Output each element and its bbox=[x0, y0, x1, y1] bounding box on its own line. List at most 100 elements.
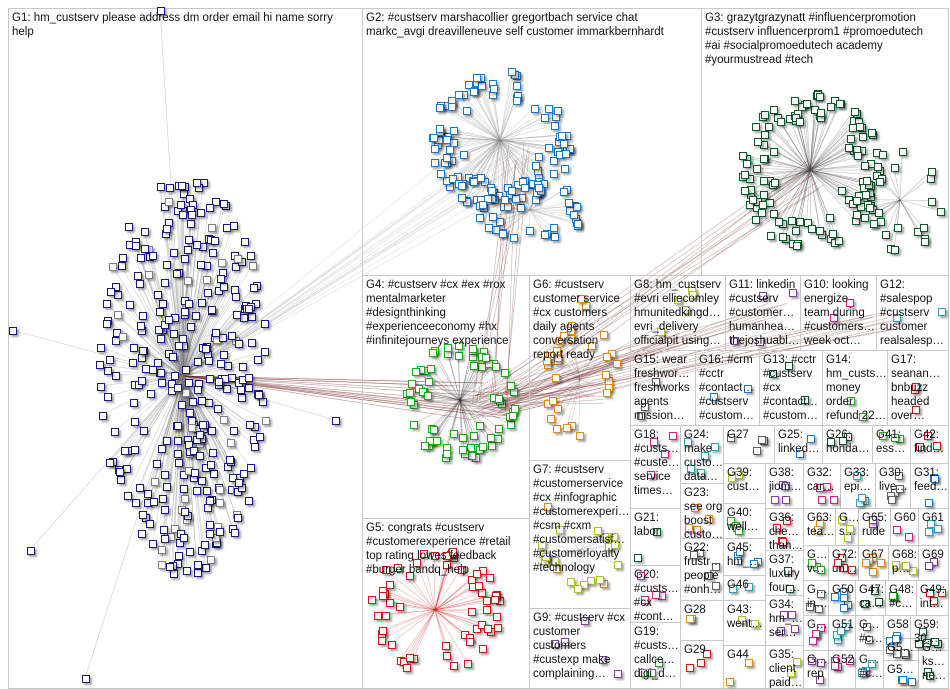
vertex-node[interactable] bbox=[208, 306, 216, 314]
vertex-node[interactable] bbox=[216, 499, 224, 507]
vertex-node[interactable] bbox=[771, 496, 779, 504]
vertex-node[interactable] bbox=[550, 170, 558, 178]
vertex-node[interactable] bbox=[171, 372, 179, 380]
vertex-node[interactable] bbox=[97, 344, 105, 352]
vertex-node[interactable] bbox=[741, 171, 749, 179]
vertex-node[interactable] bbox=[138, 530, 146, 538]
vertex-node[interactable] bbox=[532, 162, 540, 170]
vertex-node[interactable] bbox=[217, 275, 225, 283]
vertex-node[interactable] bbox=[752, 216, 760, 224]
vertex-node[interactable] bbox=[407, 398, 415, 406]
vertex-node[interactable] bbox=[560, 188, 568, 196]
vertex-node[interactable] bbox=[547, 415, 555, 423]
vertex-node[interactable] bbox=[891, 246, 899, 254]
vertex-node[interactable] bbox=[934, 525, 942, 533]
vertex-node[interactable] bbox=[479, 443, 487, 451]
vertex-node[interactable] bbox=[261, 320, 269, 328]
vertex-node[interactable] bbox=[198, 397, 206, 405]
vertex-node[interactable] bbox=[227, 439, 235, 447]
vertex-node[interactable] bbox=[215, 378, 223, 386]
vertex-node[interactable] bbox=[158, 379, 166, 387]
vertex-node[interactable] bbox=[206, 530, 214, 538]
vertex-node[interactable] bbox=[899, 676, 907, 684]
vertex-node[interactable] bbox=[256, 433, 264, 441]
vertex-node[interactable] bbox=[189, 398, 197, 406]
vertex-node[interactable] bbox=[379, 627, 387, 635]
vertex-node[interactable] bbox=[507, 421, 515, 429]
vertex-node[interactable] bbox=[139, 347, 147, 355]
vertex-node[interactable] bbox=[228, 332, 236, 340]
vertex-node[interactable] bbox=[793, 242, 801, 250]
vertex-node[interactable] bbox=[170, 249, 178, 257]
vertex-node[interactable] bbox=[458, 194, 466, 202]
vertex-node[interactable] bbox=[431, 159, 439, 167]
vertex-node[interactable] bbox=[563, 424, 571, 432]
vertex-node[interactable] bbox=[220, 351, 228, 359]
vertex-node[interactable] bbox=[103, 300, 111, 308]
vertex-node[interactable] bbox=[181, 255, 189, 263]
vertex-node[interactable] bbox=[894, 224, 902, 232]
vertex-node[interactable] bbox=[144, 490, 152, 498]
vertex-node[interactable] bbox=[463, 107, 471, 115]
vertex-node[interactable] bbox=[230, 222, 238, 230]
vertex-node[interactable] bbox=[114, 311, 122, 319]
vertex-node[interactable] bbox=[206, 204, 214, 212]
vertex-node[interactable] bbox=[183, 567, 191, 575]
vertex-node[interactable] bbox=[251, 443, 259, 451]
vertex-node[interactable] bbox=[160, 526, 168, 534]
vertex-node[interactable] bbox=[549, 397, 557, 405]
vertex-node[interactable] bbox=[483, 597, 491, 605]
vertex-node[interactable] bbox=[239, 363, 247, 371]
vertex-node[interactable] bbox=[166, 563, 174, 571]
vertex-node[interactable] bbox=[246, 421, 254, 429]
vertex-node[interactable] bbox=[125, 223, 133, 231]
vertex-node[interactable] bbox=[131, 446, 139, 454]
vertex-node[interactable] bbox=[777, 118, 785, 126]
vertex-node[interactable] bbox=[206, 375, 214, 383]
vertex-node[interactable] bbox=[232, 293, 240, 301]
vertex-node[interactable] bbox=[223, 385, 231, 393]
vertex-node[interactable] bbox=[161, 471, 169, 479]
vertex-node[interactable] bbox=[424, 392, 432, 400]
vertex-node[interactable] bbox=[443, 136, 451, 144]
vertex-node[interactable] bbox=[157, 335, 165, 343]
vertex-node[interactable] bbox=[697, 659, 705, 667]
vertex-node[interactable] bbox=[118, 262, 126, 270]
vertex-node[interactable] bbox=[766, 199, 774, 207]
vertex-node[interactable] bbox=[208, 224, 216, 232]
vertex-node[interactable] bbox=[197, 209, 205, 217]
vertex-node[interactable] bbox=[868, 129, 876, 137]
vertex-node[interactable] bbox=[111, 428, 119, 436]
vertex-node[interactable] bbox=[487, 434, 495, 442]
vertex-node[interactable] bbox=[241, 238, 249, 246]
vertex-node[interactable] bbox=[470, 88, 478, 96]
vertex-node[interactable] bbox=[129, 359, 137, 367]
vertex-node[interactable] bbox=[187, 220, 195, 228]
vertex-node[interactable] bbox=[130, 344, 138, 352]
vertex-node[interactable] bbox=[541, 114, 549, 122]
vertex-node[interactable] bbox=[492, 363, 500, 371]
vertex-node[interactable] bbox=[196, 452, 204, 460]
vertex-node[interactable] bbox=[175, 342, 183, 350]
vertex-node[interactable] bbox=[406, 389, 414, 397]
vertex-node[interactable] bbox=[765, 123, 773, 131]
vertex-node[interactable] bbox=[245, 384, 253, 392]
vertex-node[interactable] bbox=[489, 213, 497, 221]
vertex-node[interactable] bbox=[476, 422, 484, 430]
vertex-node[interactable] bbox=[204, 289, 212, 297]
vertex-node[interactable] bbox=[921, 238, 929, 246]
vertex-node[interactable] bbox=[433, 437, 441, 445]
vertex-node[interactable] bbox=[570, 211, 578, 219]
vertex-node[interactable] bbox=[545, 144, 553, 152]
vertex-node[interactable] bbox=[448, 103, 456, 111]
vertex-node[interactable] bbox=[374, 612, 382, 620]
vertex-node[interactable] bbox=[204, 504, 212, 512]
vertex-node[interactable] bbox=[770, 210, 778, 218]
vertex-node[interactable] bbox=[754, 138, 762, 146]
vertex-node[interactable] bbox=[332, 417, 340, 425]
vertex-node[interactable] bbox=[870, 220, 878, 228]
vertex-node[interactable] bbox=[163, 261, 171, 269]
vertex-node[interactable] bbox=[470, 432, 478, 440]
vertex-node[interactable] bbox=[192, 312, 200, 320]
vertex-node[interactable] bbox=[459, 434, 467, 442]
